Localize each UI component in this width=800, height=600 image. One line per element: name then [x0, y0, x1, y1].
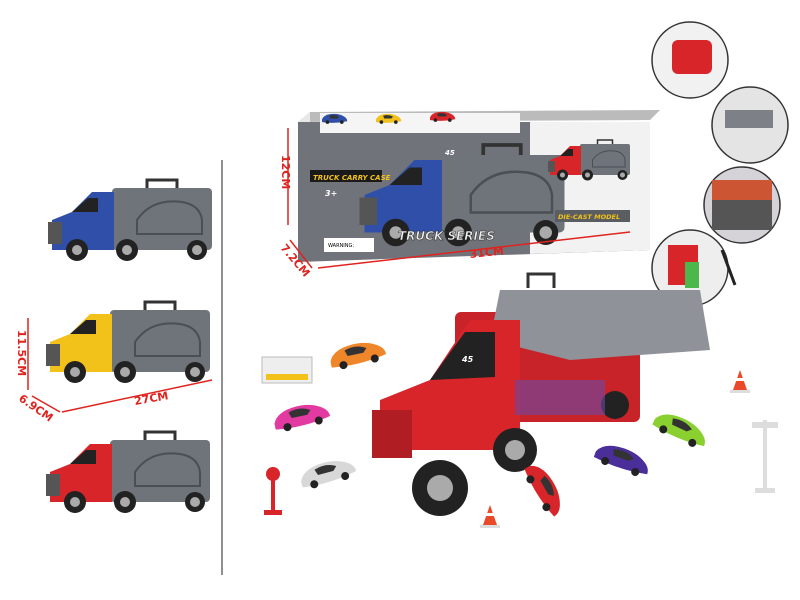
traffic-cone — [480, 505, 500, 528]
box-width-label: 31CM — [469, 244, 504, 261]
pink-car — [271, 399, 332, 434]
truck-height-label: 11.5CM — [15, 330, 28, 376]
diecast-label: DIE-CAST MODEL — [558, 213, 620, 221]
white-car — [297, 455, 358, 492]
road-sign — [261, 356, 313, 384]
truck-length-label: 27CM — [133, 389, 169, 408]
green-car — [650, 407, 711, 452]
series-logo: TRUCK SERIES — [398, 229, 495, 243]
box-dimension-lines — [287, 128, 631, 269]
box-number: 45 — [445, 149, 455, 157]
product-box: TRUCK CARRY CASE 3+ TRUCK SERIES DIE-CAS… — [298, 110, 660, 262]
box-height-label: 12CM — [279, 155, 292, 189]
red-truck — [44, 430, 212, 515]
traffic-cone — [730, 370, 750, 393]
playset-truck: 45 — [372, 272, 710, 516]
traffic-light — [264, 467, 282, 515]
purple-car — [592, 439, 653, 480]
truck-depth-label: 6.9CM — [16, 392, 55, 425]
red-car — [520, 459, 569, 520]
warning-label: WARNING: — [328, 243, 354, 249]
truck-dimension-lines — [27, 318, 213, 413]
blue-truck — [46, 178, 214, 263]
playset-number: 45 — [461, 355, 474, 364]
orange-car — [327, 337, 388, 372]
yellow-truck — [44, 300, 212, 385]
age-label: 3+ — [325, 189, 337, 198]
street-lamp — [752, 420, 778, 493]
box-label: TRUCK CARRY CASE — [313, 174, 391, 182]
